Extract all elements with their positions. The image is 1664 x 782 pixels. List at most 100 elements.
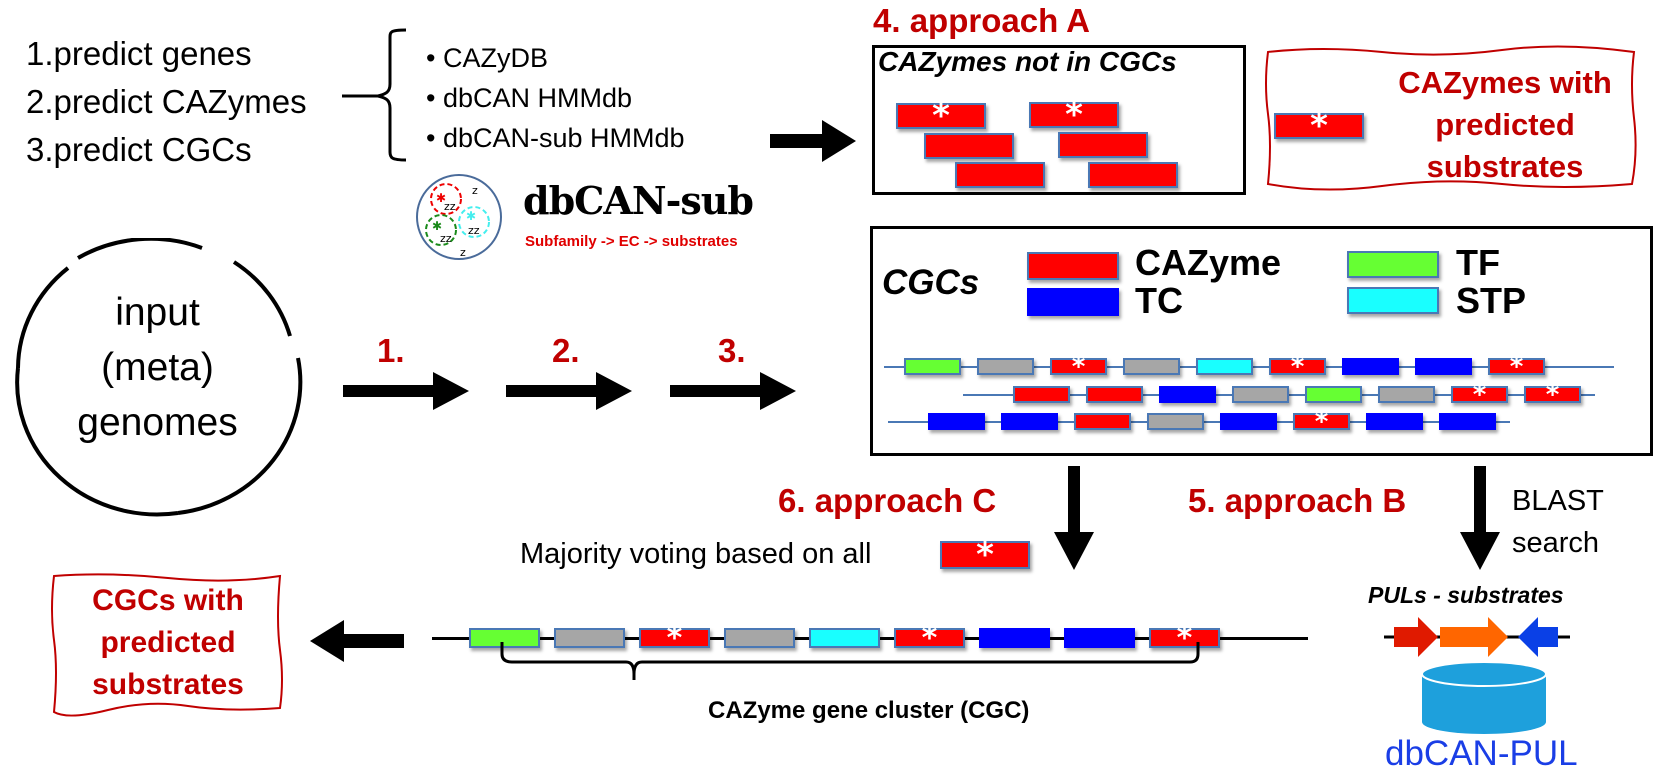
legend-label-tf: TF xyxy=(1456,242,1500,283)
gene-cazyme xyxy=(1013,386,1070,403)
database-list: • CAZyDB • dbCAN HMMdb • dbCAN-sub HMMdb xyxy=(426,38,685,158)
database-item: • dbCAN-sub HMMdb xyxy=(426,123,685,153)
cgc-box xyxy=(870,226,1653,456)
gene-cazyme-predicted: * xyxy=(1149,621,1220,656)
gene-cazyme xyxy=(1074,413,1131,430)
gene-cazyme-predicted: * xyxy=(1293,407,1350,437)
arrow-right-icon xyxy=(343,372,469,410)
gene-cazyme-predicted: * xyxy=(1050,352,1107,382)
approach-b-caption: BLAST search xyxy=(1512,485,1604,559)
gene-other xyxy=(1378,386,1435,403)
gene-other xyxy=(1232,386,1289,403)
gene-cazyme xyxy=(1086,386,1143,403)
pul-genes-icon xyxy=(1384,617,1570,657)
gene-stp xyxy=(809,628,880,648)
cazyme-gene: * xyxy=(896,96,986,136)
gene-tf xyxy=(1305,386,1362,403)
gene-other xyxy=(1123,358,1180,375)
svg-text:zz: zz xyxy=(444,200,456,213)
arrow-left-icon xyxy=(310,620,404,662)
legend-swatch-tf xyxy=(1347,251,1439,278)
cazyme-gene xyxy=(955,162,1045,188)
gene-tc xyxy=(928,413,985,430)
cazyme-gene: * xyxy=(1029,95,1119,135)
gene-other xyxy=(1147,413,1204,430)
cazyme-gene xyxy=(924,133,1014,159)
approach-c-caption: Majority voting based on all xyxy=(520,538,872,570)
gene-cazyme-predicted: * xyxy=(1524,380,1581,410)
gene-tc xyxy=(1220,413,1277,430)
step-1: 1.predict genes xyxy=(26,35,252,72)
cazymes-result-frame xyxy=(1265,45,1637,191)
database-item: • dbCAN HMMdb xyxy=(426,83,633,113)
legend-swatch-tc xyxy=(1027,288,1119,316)
input-circle-icon xyxy=(15,238,303,517)
gene-other xyxy=(554,628,625,648)
svg-text:zz: zz xyxy=(440,232,452,245)
input-label: input (meta) genomes xyxy=(77,291,238,444)
gene-other xyxy=(724,628,795,648)
step-3: 3.predict CGCs xyxy=(26,131,252,168)
pul-db-label: dbCAN-PUL xyxy=(1385,734,1578,773)
cgc-result-label: CGCs with predicted substrates xyxy=(92,584,244,701)
gene-cazyme-predicted: * xyxy=(1488,352,1545,382)
gene-tc xyxy=(979,628,1050,648)
cazyme-gene xyxy=(1088,162,1178,188)
approach-a-heading: 4. approach A xyxy=(873,2,1090,39)
gene-tc xyxy=(1064,628,1135,648)
legend-swatch-cazyme xyxy=(1027,252,1119,280)
svg-text:✱: ✱ xyxy=(432,219,442,233)
pul-title: PULs - substrates xyxy=(1368,582,1564,608)
gene-stp xyxy=(1196,358,1253,375)
dbcan-sub-title: dbCAN-sub xyxy=(523,178,754,223)
gene-tf xyxy=(904,358,961,375)
database-icon xyxy=(1421,661,1547,734)
svg-text:✱: ✱ xyxy=(436,191,446,205)
flow-label-2: 2. xyxy=(552,332,580,369)
flow-label-1: 1. xyxy=(377,332,405,369)
legend-label-cazyme: CAZyme xyxy=(1135,242,1282,283)
database-item: • CAZyDB xyxy=(426,43,548,73)
gene-other xyxy=(977,358,1034,375)
step-2: 2.predict CAZymes xyxy=(26,83,307,120)
svg-text:z: z xyxy=(460,246,466,259)
svg-text:✱: ✱ xyxy=(466,209,476,223)
cazymes-result-label: CAZymes with predicted substrates xyxy=(1398,65,1612,184)
cgc-result-frame xyxy=(51,573,283,717)
legend-label-stp: STP xyxy=(1456,280,1527,321)
arrow-right-icon xyxy=(770,120,856,162)
gene-tc xyxy=(1366,413,1423,430)
gene-cazyme-predicted: * xyxy=(1269,352,1326,382)
approach-c-heading: 6. approach C xyxy=(778,482,997,519)
cazyme-legend-gene: * xyxy=(1274,106,1364,146)
approach-a-box xyxy=(872,45,1246,195)
gene-cazyme-predicted: * xyxy=(894,621,965,656)
gene-tc xyxy=(1415,358,1472,375)
cgc-brace-label: CAZyme gene cluster (CGC) xyxy=(708,697,1030,724)
flow-label-3: 3. xyxy=(718,332,746,369)
svg-text:zz: zz xyxy=(468,224,480,237)
legend-swatch-stp xyxy=(1347,287,1439,314)
gene-tf xyxy=(469,628,540,648)
gene-tc xyxy=(1159,386,1216,403)
approach-a-box-title: CAZymes not in CGCs xyxy=(878,46,1177,77)
steps-list: 1.predict genes 2.predict CAZymes 3.pred… xyxy=(26,30,307,174)
dbcan-sub-subtitle: Subfamily -> EC -> substrates xyxy=(525,233,738,250)
gene-cazyme-predicted: * xyxy=(1451,380,1508,410)
svg-text:z: z xyxy=(472,184,478,197)
arrow-down-icon xyxy=(1460,466,1500,570)
brace-icon xyxy=(342,28,407,162)
cazyme-marker-gene: * xyxy=(940,535,1030,575)
gene-tc xyxy=(1001,413,1058,430)
arrow-down-icon xyxy=(1054,466,1094,570)
arrow-right-icon xyxy=(670,372,796,410)
legend-label-tc: TC xyxy=(1135,280,1183,321)
arrow-right-icon xyxy=(506,372,632,410)
approach-b-heading: 5. approach B xyxy=(1188,482,1407,519)
cgc-box-title: CGCs xyxy=(882,263,980,302)
cazyme-gene xyxy=(1058,132,1148,158)
gene-cazyme-predicted: * xyxy=(639,621,710,656)
dbcan-sub-logo-icon: ✱ ✱ ✱ zz zz zz z z xyxy=(416,174,502,260)
gene-tc xyxy=(1439,413,1496,430)
cgc-brace-icon xyxy=(500,642,1200,680)
